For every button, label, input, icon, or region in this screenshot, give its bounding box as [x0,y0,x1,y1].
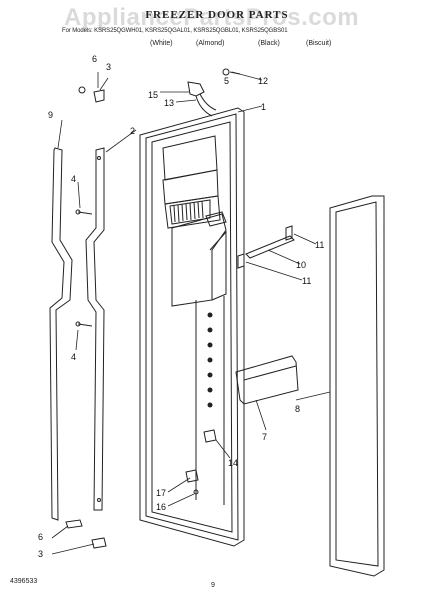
callout-2: 2 [130,126,135,136]
bottom-hinge-cam [185,429,217,495]
callout-9: 9 [48,110,53,120]
callout-16: 16 [156,502,166,512]
leader-lines [51,71,331,555]
callout-5: 5 [224,76,229,86]
bottom-hinge-parts [65,519,107,549]
door-bin [235,355,299,405]
callout-6-top: 6 [92,54,97,64]
callout-6-bottom: 6 [38,532,43,542]
trim-strip [49,147,73,521]
shelf-retainer [237,225,295,269]
document-number: 4396533 [10,578,38,585]
door-gasket [329,195,385,577]
door-handle [85,147,105,511]
callout-4-lower: 4 [71,352,76,362]
callout-13: 13 [164,98,174,108]
freezer-door-outer [139,107,245,547]
callout-3-bottom: 3 [38,549,43,559]
page-title: FREEZER DOOR PARTS [145,9,289,21]
handle-screws [75,209,93,327]
wire-harness [187,68,241,117]
callout-3-top: 3 [106,62,111,72]
color-almond: (Almond) [196,40,225,47]
callout-12: 12 [258,76,268,86]
callout-11-upper: 11 [315,240,324,250]
top-hinge-parts [78,86,105,103]
callout-10: 10 [296,260,306,270]
callout-4-upper: 4 [71,174,76,184]
callout-11-lower: 11 [302,276,311,286]
color-white: (White) [150,40,173,47]
callout-7: 7 [262,432,267,442]
model-list: For Models: KSRS25QGWH01, KSRS25QGAL01, … [62,28,288,34]
page-number: 9 [211,582,215,589]
color-black: (Black) [258,40,280,47]
callout-15: 15 [148,90,158,100]
dispenser-housing [162,135,227,307]
callout-1: 1 [261,102,266,112]
color-variants: (White) (Almond) (Black) (Biscuit) [0,40,434,50]
callout-14: 14 [228,458,238,468]
callout-8: 8 [295,404,300,414]
callout-labels: 1 2 3 3 4 4 5 6 6 7 8 9 10 11 11 12 13 1… [38,54,324,559]
watermark: AppliancePartsPros.com [64,4,360,31]
callout-17: 17 [156,488,166,498]
color-biscuit: (Biscuit) [306,40,332,47]
door-liner-rails [195,296,225,505]
